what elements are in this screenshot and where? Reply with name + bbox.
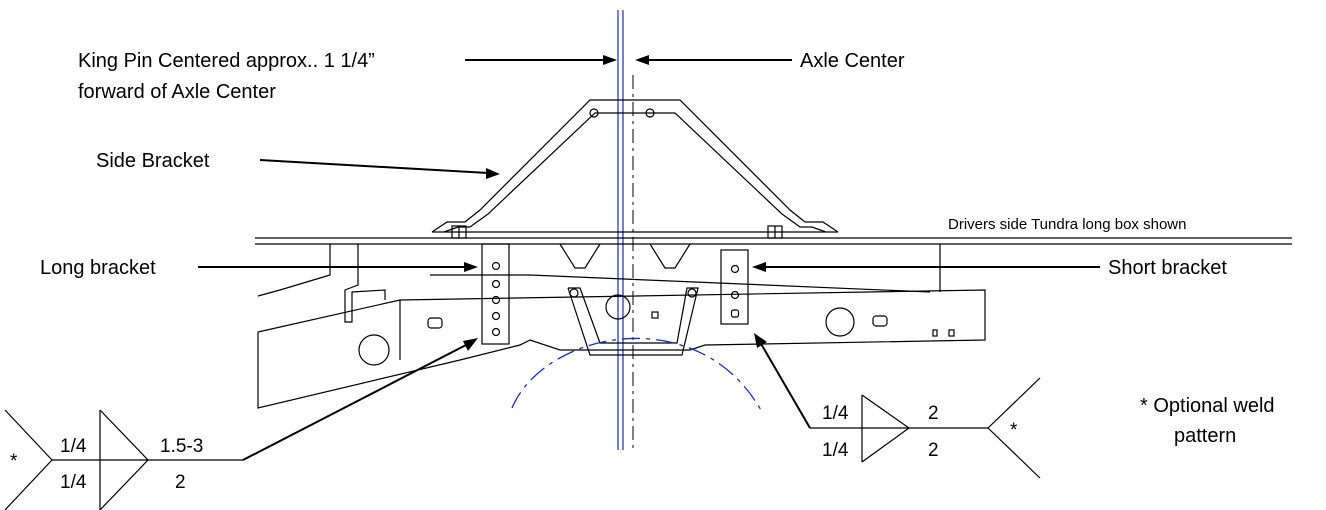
side-bracket-label: Side Bracket bbox=[96, 150, 210, 172]
weld-symbol-right bbox=[754, 333, 1041, 479]
short-bracket bbox=[720, 249, 749, 325]
axle-center-leader bbox=[635, 55, 792, 65]
drivers-side-note: Drivers side Tundra long box shown bbox=[948, 216, 1186, 233]
hitch-cradle bbox=[567, 287, 699, 356]
weld-right-bottom-size: 1/4 bbox=[822, 440, 849, 461]
weld-left-top-length: 1.5-3 bbox=[160, 436, 203, 457]
bed-floor bbox=[255, 237, 1292, 245]
axle-center-label: Axle Center bbox=[800, 50, 905, 72]
weld-left-top-size: 1/4 bbox=[60, 436, 87, 457]
king-pin-label-line1: King Pin Centered approx.. 1 1/4” bbox=[78, 50, 375, 72]
weld-right-top-length: 2 bbox=[928, 403, 939, 424]
weld-left-bottom-length: 2 bbox=[175, 472, 186, 493]
optional-weld-note-line2: pattern bbox=[1174, 425, 1236, 447]
weld-right-bottom-length: 2 bbox=[928, 440, 939, 461]
bed-crossmember bbox=[344, 243, 941, 323]
short-bracket-label: Short bracket bbox=[1108, 257, 1227, 279]
long-bracket bbox=[481, 243, 510, 345]
king-pin-leader bbox=[465, 55, 617, 65]
weld-right-star: * bbox=[1010, 420, 1018, 441]
side-bracket bbox=[431, 99, 839, 239]
long-bracket-leader bbox=[198, 262, 478, 272]
king-pin-label-line2: forward of Axle Center bbox=[78, 81, 276, 103]
weld-left-star: * bbox=[10, 451, 18, 472]
short-bracket-leader bbox=[752, 262, 1100, 272]
king-pin-centerline bbox=[617, 10, 624, 450]
optional-weld-note-line1: * Optional weld bbox=[1140, 395, 1275, 417]
weld-left-bottom-size: 1/4 bbox=[60, 472, 87, 493]
side-bracket-leader bbox=[259, 159, 500, 179]
weld-symbol-left bbox=[4, 338, 478, 510]
weld-right-top-size: 1/4 bbox=[822, 403, 849, 424]
frame-rail bbox=[257, 244, 986, 409]
long-bracket-label: Long bracket bbox=[40, 257, 156, 279]
axle-arc bbox=[511, 337, 763, 413]
